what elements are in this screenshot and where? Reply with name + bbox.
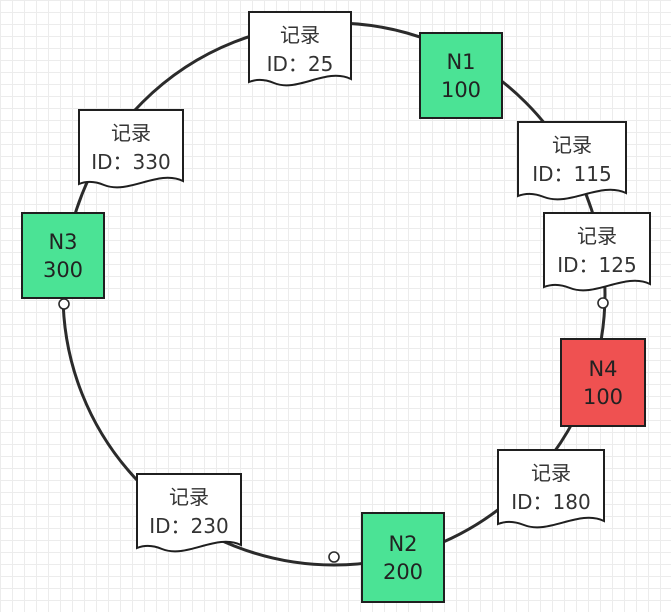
document-shape-icon (136, 473, 242, 553)
document-shape-icon (517, 121, 627, 201)
node-n3: N3 300 (21, 212, 105, 299)
record-115: 记录 ID：115 (517, 121, 627, 201)
ring-joint-left (58, 298, 70, 310)
ring-joint-right (597, 297, 609, 309)
record-125-label: 记录 (577, 224, 617, 248)
document-shape-icon (248, 11, 352, 87)
record-180-label: 记录 (531, 461, 571, 485)
node-n3-value: 300 (42, 257, 84, 282)
record-230: 记录 ID：230 (136, 473, 242, 553)
node-n4-value: 100 (582, 384, 624, 409)
node-n2-value: 200 (382, 559, 424, 584)
record-180: 记录 ID：180 (497, 449, 605, 529)
record-180-id: ID：180 (511, 490, 591, 514)
document-shape-icon (497, 449, 605, 529)
record-115-label: 记录 (552, 133, 592, 157)
record-125: 记录 ID：125 (543, 212, 651, 292)
record-330: 记录 ID：330 (78, 109, 184, 189)
record-330-id: ID：330 (91, 150, 171, 174)
node-n1-name: N1 (446, 49, 476, 74)
node-n4-name: N4 (588, 356, 618, 381)
document-shape-icon (78, 109, 184, 189)
node-n2: N2 200 (361, 512, 445, 603)
record-230-label: 记录 (169, 485, 209, 509)
record-230-id: ID：230 (149, 514, 229, 538)
record-125-id: ID：125 (557, 253, 637, 277)
node-n1: N1 100 (419, 32, 503, 119)
record-330-label: 记录 (111, 121, 151, 145)
record-25-id: ID：25 (266, 52, 334, 76)
node-n2-name: N2 (388, 531, 418, 556)
record-25: 记录 ID：25 (248, 11, 352, 87)
record-25-label: 记录 (280, 23, 320, 47)
node-n1-value: 100 (440, 77, 482, 102)
record-115-id: ID：115 (532, 162, 612, 186)
document-shape-icon (543, 212, 651, 292)
node-n3-name: N3 (48, 229, 78, 254)
node-n4: N4 100 (560, 338, 646, 427)
ring-joint-bottom (328, 551, 340, 563)
